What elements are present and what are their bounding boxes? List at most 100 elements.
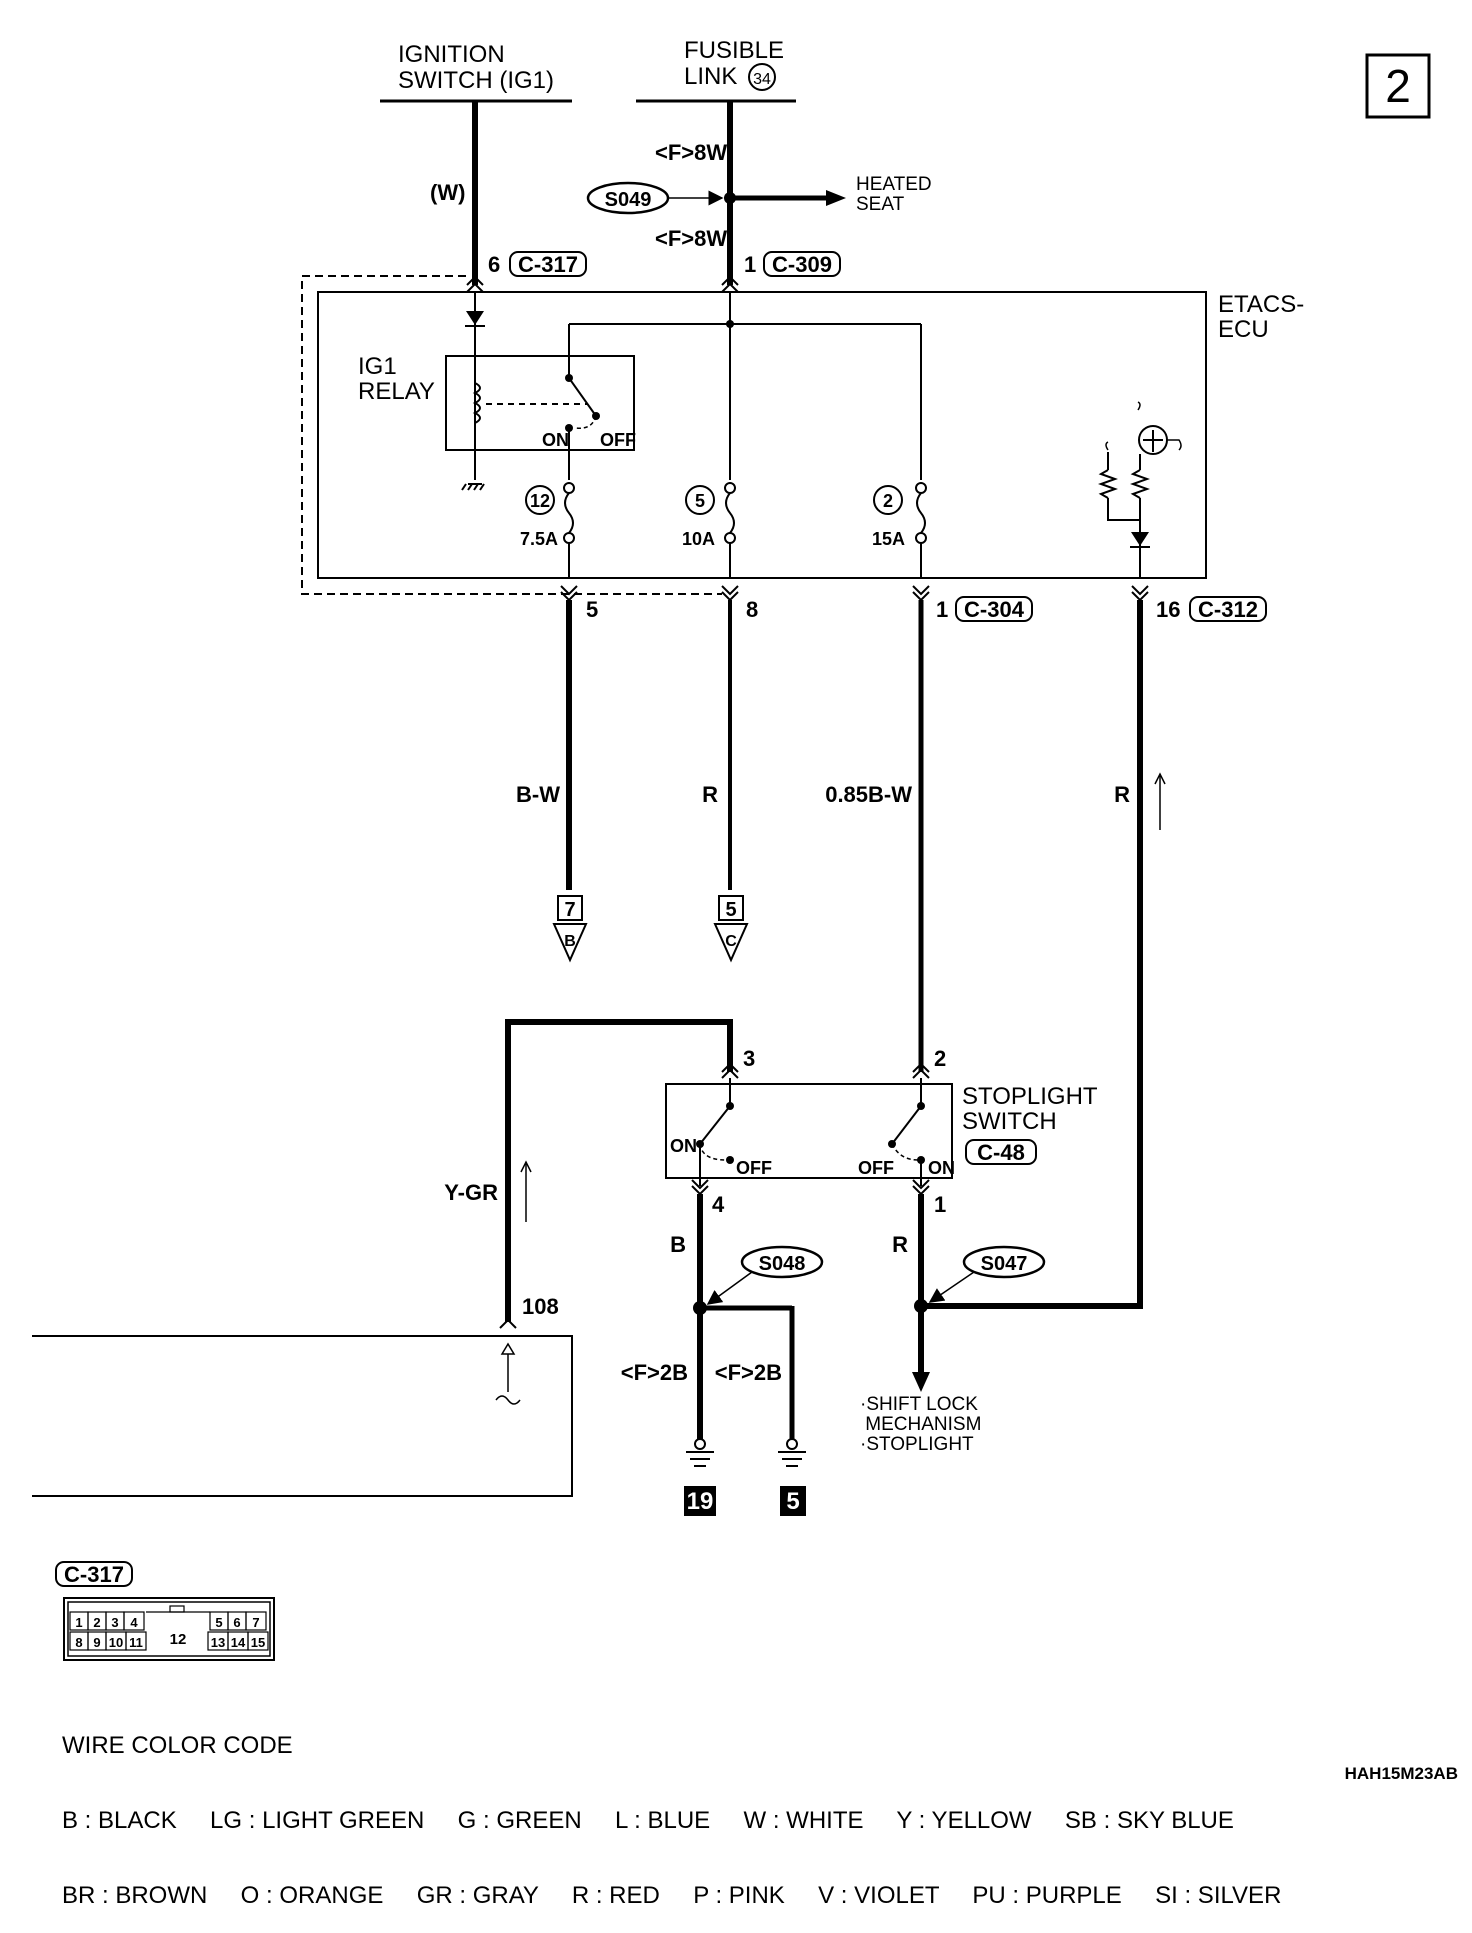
page-number-box: 2: [1365, 53, 1431, 119]
switch-left-off: OFF: [736, 1158, 772, 1178]
wire-color-code-title: WIRE COLOR CODE: [62, 1732, 293, 1759]
fuse-12: 12 7.5A: [520, 482, 575, 578]
pin-108: 108: [522, 1294, 559, 1319]
wire-r-2: R: [1114, 782, 1130, 807]
splice-s048: S048: [759, 1253, 806, 1275]
fuse-5-no: 5: [695, 491, 705, 511]
ig-wire-color: (W): [430, 180, 465, 205]
wire-b-w: B-W: [516, 782, 560, 807]
output-stoplight: ·STOPLIGHT: [860, 1434, 974, 1455]
ref-5-c: 5 C: [713, 895, 749, 963]
connector-face-c317: C-317 1 2 3 4 8 9 10 11 12 5: [55, 1561, 275, 1661]
pin-face-15: 15: [251, 1635, 265, 1650]
pin-4: 4: [712, 1192, 725, 1217]
pin-1-mid: 1: [936, 597, 948, 622]
pin-face-12: 12: [170, 1631, 187, 1648]
ref-7: 7: [564, 899, 575, 921]
switch-right-off: OFF: [858, 1158, 894, 1178]
connector-c304: C-304: [964, 597, 1025, 622]
fusible-link-source: FUSIBLE LINK 34 <F>8W <F>8W S049 HEATED …: [586, 37, 932, 285]
pin-face-11: 11: [129, 1635, 143, 1650]
relay-label-1: IG1: [358, 353, 397, 380]
y-gr-wire: Y-GR 108: [32, 1019, 733, 1497]
pin-8: 8: [746, 597, 758, 622]
switch-right-on: ON: [928, 1158, 955, 1178]
pin-face-4: 4: [130, 1615, 138, 1630]
pin-2: 2: [934, 1046, 946, 1071]
pin-face-13: 13: [211, 1635, 225, 1650]
pin-face-8: 8: [75, 1635, 82, 1650]
ground-19-label: 19: [687, 1488, 714, 1515]
ground-5-label: 5: [786, 1488, 799, 1515]
ignition-label-2: SWITCH (IG1): [398, 67, 554, 94]
lamp-circuit: [1098, 401, 1182, 578]
wiring-diagram: 2 IGNITION SWITCH (IG1) (W) FUSIBLE LINK…: [32, 37, 1431, 1661]
fusible-label-2: LINK: [684, 63, 737, 90]
etacs-ecu: ETACS- ECU IG1 RELAY ON OFF 12: [301, 275, 1304, 595]
pin-5: 5: [586, 597, 598, 622]
stoplight-switch: 3 2 STOPLIGHT SWITCH C-48 ON OFF OFF ON …: [665, 1046, 1098, 1217]
fuse-5: 5 10A: [682, 482, 736, 578]
connector-c48: C-48: [977, 1140, 1025, 1165]
wire-color-code-row-2: BR : BROWN O : ORANGE GR : GRAY R : RED …: [62, 1882, 1282, 1909]
pin-16: 16: [1156, 597, 1180, 622]
wire-b: B: [670, 1232, 686, 1257]
pin-face-3: 3: [111, 1615, 118, 1630]
ref-7-sub: B: [564, 933, 576, 950]
pin-1-bot: 1: [934, 1192, 946, 1217]
connector-c312: C-312: [1198, 597, 1258, 622]
ground-5: 5: [778, 1438, 806, 1516]
wire-color-code-row-1: B : BLACK LG : LIGHT GREEN G : GREEN L :…: [62, 1807, 1234, 1834]
output-mechanism: MECHANISM: [860, 1414, 981, 1435]
relay-on: ON: [542, 430, 569, 450]
heated-seat-2: SEAT: [856, 194, 905, 215]
pin-face-14: 14: [231, 1635, 246, 1650]
ecu-label-1: ETACS-: [1218, 291, 1304, 318]
stoplight-label-2: SWITCH: [962, 1108, 1057, 1135]
ignition-switch-source: IGNITION SWITCH (IG1) (W): [380, 41, 572, 285]
wire-color-code: WIRE COLOR CODE B : BLACK LG : LIGHT GRE…: [62, 1683, 1281, 1933]
pin-face-1: 1: [75, 1615, 82, 1630]
fusible-link-number: 34: [753, 71, 771, 88]
pin-1-top: 1: [744, 252, 756, 277]
relay-off: OFF: [600, 430, 636, 450]
pin-face-2: 2: [93, 1615, 100, 1630]
fuse-12-rating: 7.5A: [520, 529, 558, 549]
output-shift-lock: ·SHIFT LOCK: [860, 1394, 978, 1415]
fuse-2: 2 15A: [872, 482, 927, 578]
pin-face-5: 5: [215, 1615, 222, 1630]
f2b-left: <F>2B: [621, 1360, 688, 1385]
page-number: 2: [1385, 60, 1411, 112]
f2b-right: <F>2B: [715, 1360, 782, 1385]
pin-face-9: 9: [93, 1635, 100, 1650]
pin-face-6: 6: [233, 1615, 240, 1630]
fusible-label-1: FUSIBLE: [684, 37, 784, 64]
pin-6: 6: [488, 252, 500, 277]
pin-face-7: 7: [252, 1615, 259, 1630]
ref-5-sub: C: [725, 933, 737, 950]
switch-left-on: ON: [670, 1136, 697, 1156]
top-connectors: 6 C-317 1 C-309: [466, 251, 841, 293]
stoplight-label-1: STOPLIGHT: [962, 1083, 1098, 1110]
wire-y-gr: Y-GR: [444, 1180, 498, 1205]
fuse-2-no: 2: [883, 491, 893, 511]
diagram-code: HAH15M23AB: [1344, 1764, 1458, 1783]
ref-7-b: 7 B: [552, 895, 588, 963]
relay-label-2: RELAY: [358, 378, 435, 405]
fuse-2-rating: 15A: [872, 529, 905, 549]
ecu-label-2: ECU: [1218, 316, 1269, 343]
ref-5: 5: [725, 899, 736, 921]
wire-r-3: R: [892, 1232, 908, 1257]
splice-s047: S047: [981, 1253, 1028, 1275]
lower-wiring: B R S048 S047 <F>2B <F>2B 19 5 ·SHI: [621, 1194, 1143, 1516]
wire-085b-w: 0.85B-W: [825, 782, 912, 807]
connector-face-title: C-317: [64, 1562, 124, 1587]
f8w-top-label: <F>8W: [655, 140, 727, 165]
heated-seat-1: HEATED: [856, 174, 932, 195]
wire-r-1: R: [702, 782, 718, 807]
connector-c317: C-317: [518, 252, 578, 277]
fuse-12-no: 12: [530, 491, 550, 511]
connector-c309: C-309: [772, 252, 832, 277]
ecu-outputs: 5 8 1 C-304 16 C-312 B-W R 0.85B-W R: [516, 585, 1267, 1306]
fuse-5-rating: 10A: [682, 529, 715, 549]
